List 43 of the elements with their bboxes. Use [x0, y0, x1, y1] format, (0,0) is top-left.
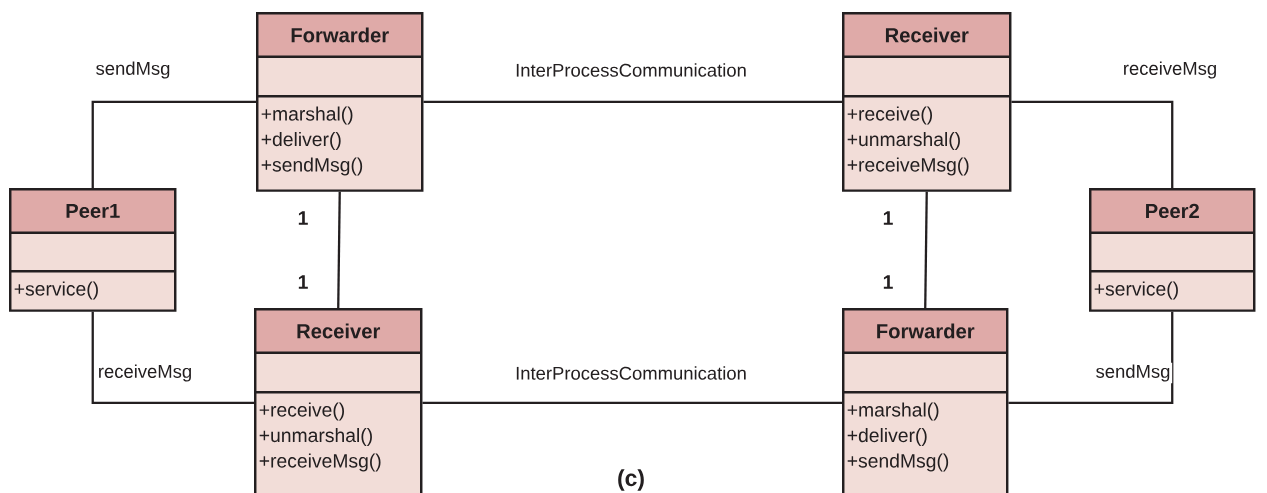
node-label: +receiveMsg() — [847, 157, 969, 176]
connector-line — [91, 100, 256, 188]
edge-label: sendMsg — [1093, 362, 1173, 384]
edge-label: InterProcessCommunication — [513, 61, 749, 79]
connector-line — [423, 100, 842, 104]
multiplicity-label: 1 — [298, 275, 308, 289]
node-label: +deliver() — [261, 131, 341, 150]
connector-line — [422, 401, 842, 405]
node-label: +receive() — [847, 106, 933, 125]
connector-line — [924, 191, 928, 309]
edge-label: sendMsg — [93, 59, 173, 81]
connector-line — [337, 191, 341, 309]
node-label: Forwarder — [877, 323, 975, 339]
node-label: +marshal() — [261, 106, 353, 125]
class-box: Receiver +receive() +unmarshal() +receiveMsg() — [254, 308, 423, 493]
node-label: Receiver — [297, 323, 381, 339]
node-label: +service() — [14, 281, 98, 300]
node-label: Forwarder — [291, 27, 389, 43]
connector-line — [91, 311, 254, 405]
node-label: +deliver() — [847, 427, 927, 446]
multiplicity-label: 1 — [298, 211, 308, 225]
node-label: +sendMsg() — [847, 453, 949, 472]
edge-label: receiveMsg — [96, 362, 194, 384]
multiplicity-label: 1 — [883, 211, 893, 225]
node-label: +service() — [1094, 281, 1178, 300]
node-label: +sendMsg() — [261, 157, 363, 176]
connector-line — [1011, 100, 1174, 188]
class-box: Peer1 +service() — [9, 188, 177, 312]
class-box: Forwarder +marshal() +deliver() +sendMsg() — [842, 308, 1009, 493]
class-box: Forwarder +marshal() +deliver() +sendMsg() — [256, 12, 424, 192]
class-box: Peer2 +service() — [1089, 188, 1256, 312]
multiplicity-label: 1 — [883, 275, 893, 289]
node-label: +receive() — [259, 402, 345, 421]
node-label: +unmarshal() — [259, 427, 372, 446]
caption: (c) — [618, 469, 644, 491]
edge-label: receiveMsg — [1121, 59, 1219, 81]
node-label: +marshal() — [847, 402, 939, 421]
node-label: +receiveMsg() — [259, 453, 381, 472]
edge-label: InterProcessCommunication — [513, 364, 749, 382]
class-box: Receiver +receive() +unmarshal() +receiveMsg() — [842, 12, 1012, 192]
connector-line — [1008, 311, 1174, 405]
node-label: +unmarshal() — [847, 131, 960, 150]
node-label: Receiver — [885, 27, 969, 43]
